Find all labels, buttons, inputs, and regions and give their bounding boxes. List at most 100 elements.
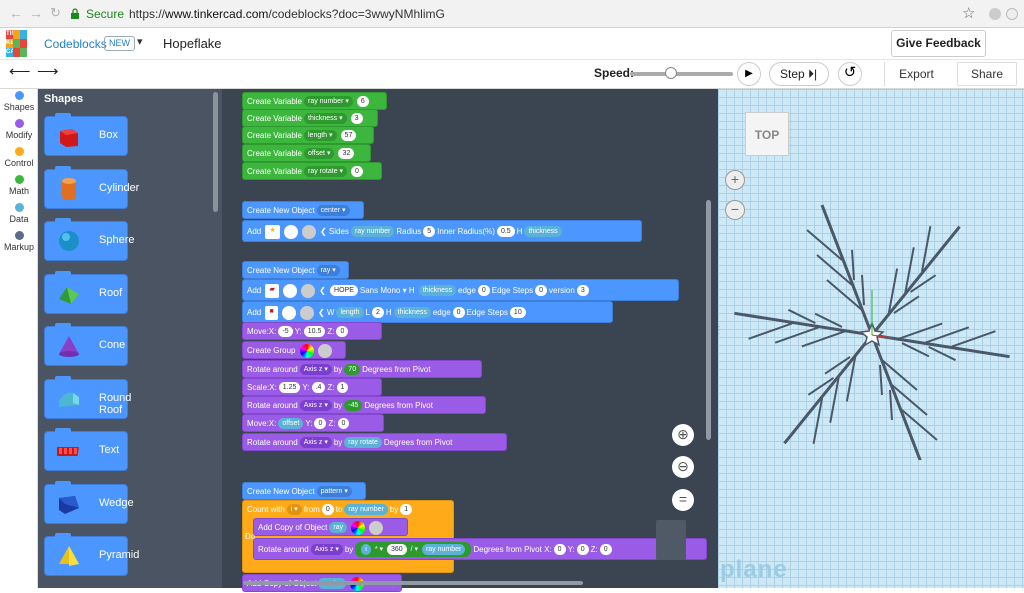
- shape-cylinder[interactable]: Cylinder: [44, 166, 139, 209]
- box-icon[interactable]: ■: [265, 305, 278, 320]
- chevron-down-icon[interactable]: ▾: [137, 36, 143, 48]
- value-input[interactable]: 0.5: [496, 226, 515, 238]
- variable-dropdown[interactable]: thickness ▾: [304, 113, 347, 125]
- axis-dropdown[interactable]: Axis z ▾: [299, 400, 332, 412]
- text-shape-icon[interactable]: ▰: [265, 283, 279, 298]
- value-input[interactable]: .4: [311, 382, 326, 394]
- value-input[interactable]: 5: [423, 226, 436, 238]
- multicolor-icon[interactable]: [351, 520, 366, 535]
- value-input[interactable]: 3: [576, 285, 589, 297]
- reload-icon[interactable]: ↻: [50, 5, 61, 20]
- hole-toggle[interactable]: [299, 305, 314, 320]
- variable-chip[interactable]: thickness: [524, 226, 562, 238]
- variable-chip[interactable]: ray number: [344, 504, 388, 516]
- value-input[interactable]: 0: [337, 418, 350, 430]
- axis-dropdown[interactable]: Axis z ▾: [299, 437, 332, 449]
- codeblocks-label[interactable]: Codeblocks: [44, 37, 107, 51]
- extension-icon[interactable]: [989, 8, 1001, 20]
- variable-dropdown[interactable]: length ▾: [304, 130, 337, 142]
- export-button[interactable]: Export: [884, 62, 948, 86]
- undo-icon[interactable]: ⟵: [9, 63, 31, 80]
- shape-wedge[interactable]: Wedge: [44, 481, 134, 524]
- value-input[interactable]: -5: [278, 326, 293, 338]
- workspace-horizontal-scrollbar[interactable]: [243, 581, 583, 585]
- zoom-out-icon[interactable]: ⊖: [672, 456, 694, 478]
- axis-dropdown[interactable]: Axis z ▾: [299, 364, 332, 376]
- value-input[interactable]: 1.25: [278, 382, 301, 394]
- variable-chip[interactable]: thickness: [418, 285, 457, 297]
- value-input[interactable]: 70: [344, 364, 361, 376]
- color-swatch[interactable]: [281, 305, 296, 320]
- hole-toggle[interactable]: [369, 520, 384, 535]
- forward-icon[interactable]: →: [29, 5, 43, 21]
- viewcube[interactable]: TOP: [745, 112, 789, 156]
- math-operator[interactable]: *: [374, 546, 378, 554]
- shape-cone[interactable]: Cone: [44, 323, 128, 366]
- variable-chip[interactable]: ray rotate: [344, 437, 382, 449]
- tinkercad-logo[interactable]: TIN KER CAD: [6, 30, 28, 58]
- hole-toggle[interactable]: [300, 283, 315, 298]
- variable-dropdown[interactable]: ray number ▾: [304, 96, 353, 108]
- zoom-reset-icon[interactable]: =: [672, 489, 694, 511]
- axis-dropdown[interactable]: Axis z ▾: [310, 544, 343, 556]
- zoom-in-icon[interactable]: ⊕: [672, 424, 694, 446]
- value-input[interactable]: 0: [351, 166, 363, 178]
- menu-icon[interactable]: [1006, 8, 1018, 20]
- trash-icon[interactable]: [656, 520, 686, 560]
- variable-chip[interactable]: offset: [278, 418, 304, 430]
- flyout-scrollbar[interactable]: [213, 92, 218, 212]
- value-input[interactable]: 10.5: [303, 326, 326, 338]
- value-input[interactable]: 0: [599, 544, 612, 556]
- collapse-icon[interactable]: ❮: [319, 286, 326, 295]
- document-name[interactable]: Hopeflake: [163, 36, 222, 51]
- value-input[interactable]: 0: [452, 307, 465, 319]
- object-dropdown[interactable]: ray ▾: [316, 265, 340, 277]
- font-dropdown[interactable]: Sans Mono ▾: [359, 286, 407, 295]
- value-input[interactable]: 0: [535, 285, 548, 297]
- category-data[interactable]: Data: [0, 203, 38, 224]
- category-shapes[interactable]: Shapes: [0, 91, 38, 112]
- value-input[interactable]: 32: [338, 148, 355, 160]
- value-input[interactable]: 0: [477, 285, 490, 297]
- value-input[interactable]: 57: [340, 130, 357, 142]
- back-icon[interactable]: ←: [9, 5, 23, 21]
- text-input[interactable]: HOPE: [330, 285, 358, 297]
- math-block[interactable]: i * ▾ 360 / ▾ ray number: [355, 542, 472, 558]
- value-input[interactable]: -45: [344, 400, 363, 412]
- variable-chip[interactable]: ray number: [421, 544, 466, 556]
- multicolor-icon[interactable]: [299, 343, 314, 358]
- step-button[interactable]: Step ⏵|: [769, 62, 829, 86]
- url-text[interactable]: https://www.tinkercad.com/codeblocks?doc…: [129, 7, 445, 21]
- value-input[interactable]: 1: [400, 504, 413, 516]
- collapse-icon[interactable]: ❮: [317, 308, 325, 317]
- speed-slider-thumb[interactable]: [665, 67, 678, 79]
- object-dropdown[interactable]: pattern ▾: [316, 486, 352, 498]
- shape-pyramid[interactable]: Pyramid: [44, 533, 139, 576]
- speed-slider[interactable]: [630, 72, 733, 76]
- value-input[interactable]: 0: [553, 544, 566, 556]
- hole-toggle[interactable]: [301, 224, 316, 239]
- variable-chip[interactable]: length: [336, 307, 364, 319]
- variable-chip[interactable]: i: [361, 544, 371, 556]
- redo-icon[interactable]: ⟶: [37, 63, 59, 80]
- give-feedback-button[interactable]: Give Feedback: [891, 30, 986, 57]
- category-modify[interactable]: Modify: [0, 119, 38, 140]
- variable-chip[interactable]: ray: [329, 522, 348, 534]
- viewport-zoom-out-icon[interactable]: −: [725, 200, 745, 220]
- share-button[interactable]: Share: [957, 62, 1017, 86]
- value-input[interactable]: 0: [321, 504, 334, 516]
- category-markup[interactable]: Markup: [0, 231, 38, 252]
